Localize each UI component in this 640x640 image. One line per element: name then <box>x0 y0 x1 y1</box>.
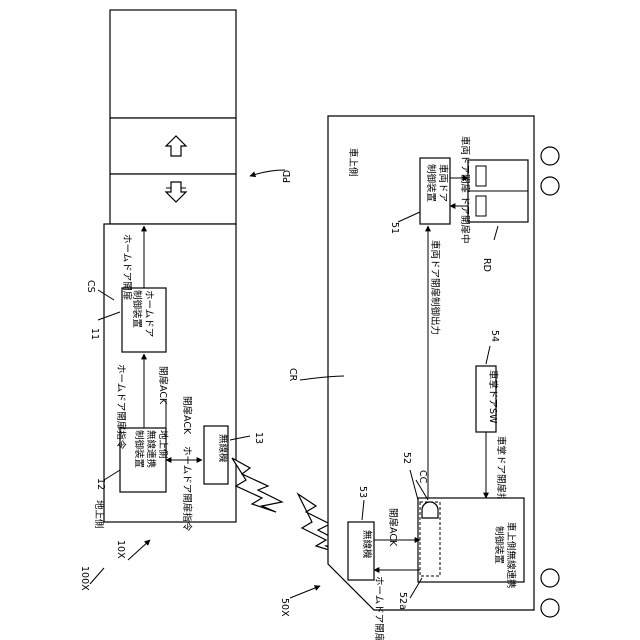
pd-label: PD <box>282 170 293 183</box>
wheel-icon <box>541 569 559 587</box>
ref-13: 13 <box>253 432 264 444</box>
ground-radio-label: 無線機 <box>217 434 229 463</box>
ground-side-label: 地上側 <box>93 500 105 529</box>
ground-link-controller-line3: 制御装置 <box>133 430 145 468</box>
vehicle-door-controller-line2: 制御装置 <box>425 164 437 202</box>
ref-50x: 50X <box>279 598 290 617</box>
rd-label: RD <box>481 258 492 272</box>
wheel-icon <box>541 147 559 165</box>
onboard-link-controller-line2: 制御装置 <box>493 526 505 564</box>
wheel-icon <box>541 177 559 195</box>
signal-vehicle-door-control-output: 車両ドア開扉制御出力 <box>429 240 441 335</box>
platform-door-panel-top <box>110 10 236 118</box>
onboard-radio-label: 無線機 <box>361 530 373 559</box>
ground-link-controller-line1: 地上側 <box>157 430 169 459</box>
signal-home-door-command: ホームドア開扉指令 <box>115 364 127 450</box>
vehicle-door-controller-line1: 車両ドア <box>437 164 449 202</box>
signal-open-ack-vehicle: 開扉ACK <box>387 508 399 547</box>
conductor-door-switch-label: 車掌ドアSW <box>487 370 499 424</box>
signal-home-door-command-2: ホームドア開扉指令 <box>181 446 193 532</box>
home-door-controller-line1: ホームドア <box>143 290 154 337</box>
signal-open-ack: 開扉ACK <box>157 366 169 405</box>
ref-51: 51 <box>389 222 400 234</box>
ref-10x: 10X <box>115 540 126 559</box>
ref-11: 11 <box>89 328 100 340</box>
signal-open-ack-2: 開扉ACK <box>181 396 193 435</box>
ref-100x: 100X <box>79 566 90 591</box>
onboard-link-controller-line1: 車上側無線連携 <box>505 522 517 589</box>
signal-door-opening: ドア開扉中 <box>459 196 471 244</box>
cc-label: CC <box>417 470 428 484</box>
cs-label: CS <box>85 280 96 293</box>
ref-54: 54 <box>489 330 500 342</box>
wheel-icon <box>541 599 559 617</box>
signal-vehicle-door-open: 車両ドア開扉 <box>459 136 471 193</box>
cr-label: CR <box>287 368 298 382</box>
ground-link-controller-line2: 無線連携 <box>145 430 157 468</box>
signal-home-door-command-vehicle: ホームドア開扉指令 <box>373 576 385 640</box>
vehicle-side-label: 車上側 <box>347 148 359 177</box>
ref-52: 52 <box>401 452 412 464</box>
wireless-signal-icon-upper <box>232 458 282 512</box>
ref-53: 53 <box>357 486 368 498</box>
ref-52a: 52a <box>397 592 408 610</box>
and-gate-icon <box>422 502 438 518</box>
signal-home-door-open: ホームドア開扉 <box>121 234 133 300</box>
